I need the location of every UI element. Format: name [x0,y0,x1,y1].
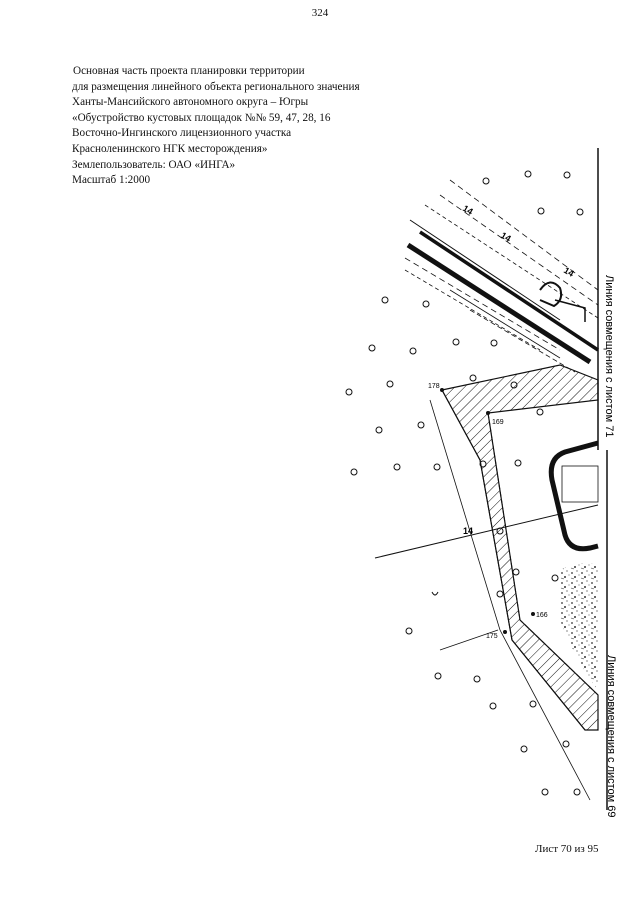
title-line-3: Ханты-Мансийского автономного округа – Ю… [72,96,309,109]
title-line-1: Основная часть проекта планировки террит… [73,65,305,77]
match-label-top: Линия совмещения с листом 71 [603,275,615,438]
svg-text:14: 14 [461,203,475,217]
title-line-2: для размещения линейного объекта региона… [72,80,360,93]
well-pad [548,440,599,552]
point-label-175: 175 [486,633,498,640]
title-line-4: «Обустройство кустовых площадок №№ 59, 4… [72,111,331,124]
land-user: Землепользователь: ОАО «ИНГА» [72,158,236,171]
sheet-number: Лист 70 из 95 [535,843,599,855]
point-labels: 178 169 166 175 [428,383,548,640]
tree-symbols [345,170,584,796]
match-label-bottom: Линия совмещения с листом 69 [605,655,617,818]
road-marks: 14 14 14 14 [461,203,576,536]
page-number: 324 [311,7,329,19]
title-line-6: Красноленинского НГК месторождения» [72,142,268,155]
point-label-178: 178 [428,383,440,390]
point-label-169: 169 [492,419,504,426]
svg-text:14: 14 [463,526,473,536]
swamp-area [560,563,598,690]
title-line-5: Восточно-Ингинского лицензионного участк… [72,127,292,140]
minor-mark [431,591,439,596]
outer-boundary [429,399,591,801]
point-label-166: 166 [536,612,548,619]
site-boundary [441,364,599,731]
road-corridor [404,179,599,373]
svg-text:14: 14 [562,265,576,279]
title-block: Основная часть проекта планировки террит… [72,64,412,189]
svg-text:14: 14 [499,230,513,244]
vertex-markers [440,388,535,634]
scale-label: Масштаб 1:2000 [72,174,151,187]
